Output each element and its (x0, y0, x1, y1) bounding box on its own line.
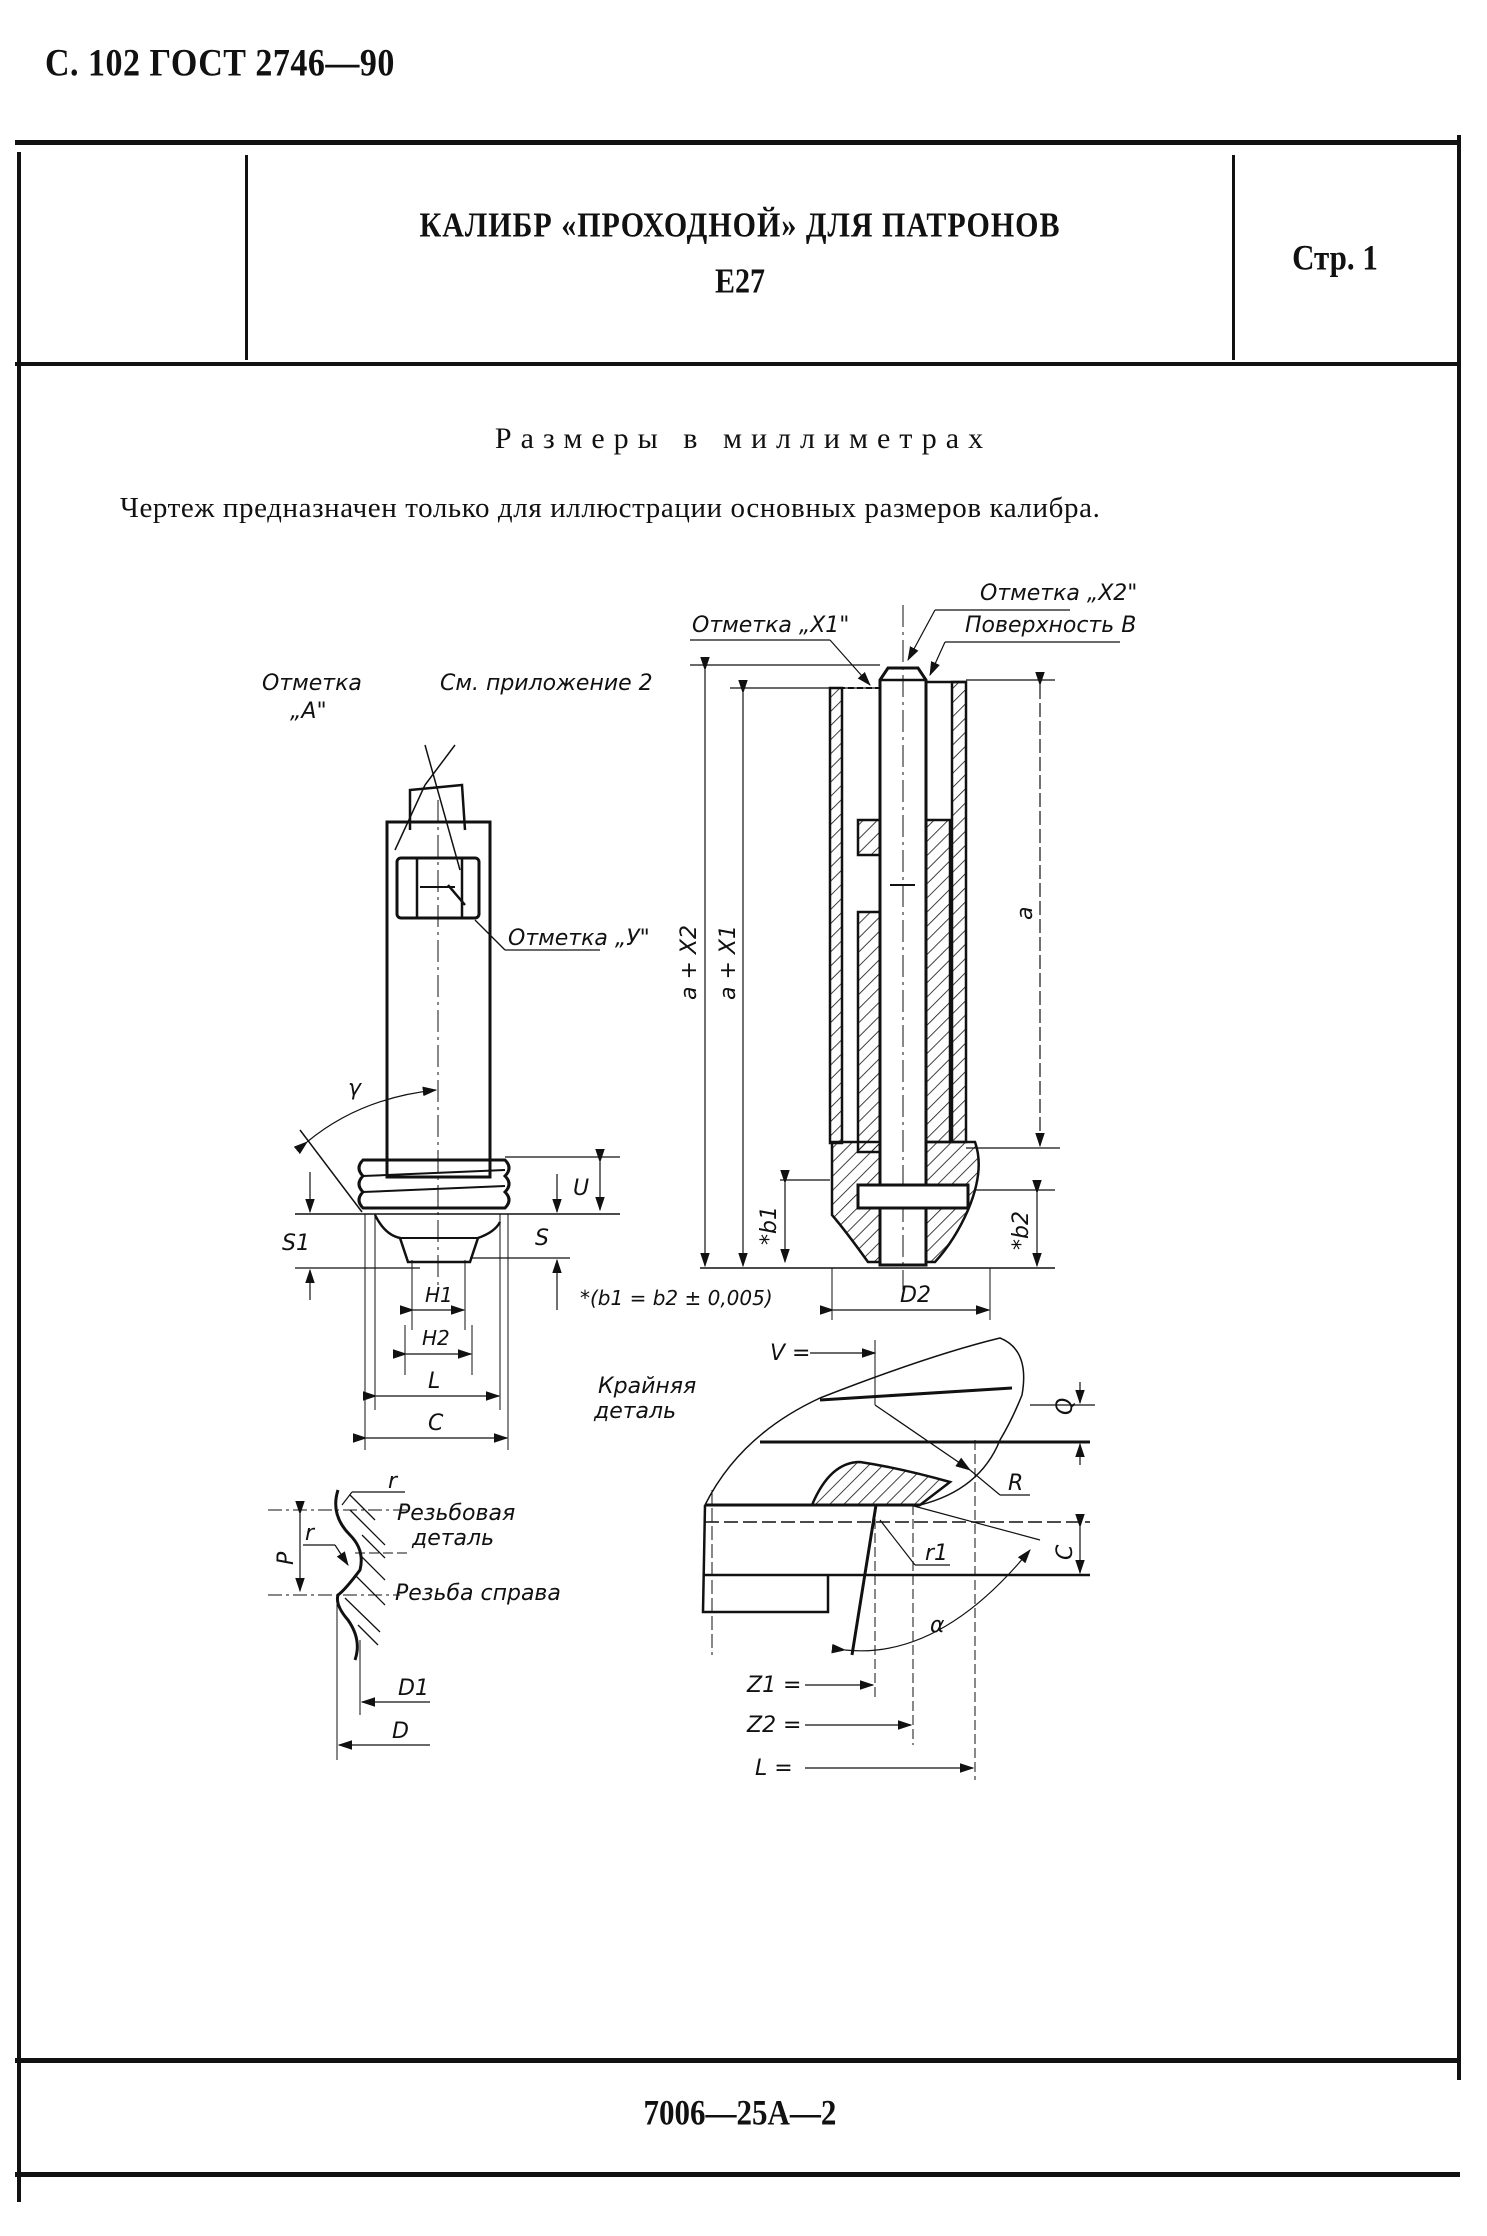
dim-b2-label: *b2 (1009, 1211, 1034, 1250)
angle-alpha-label: α (930, 1613, 945, 1638)
thread-right-label: Резьба справа (395, 1581, 561, 1606)
dim-u-label: U (573, 1176, 589, 1201)
dim-b1-label: *b1 (757, 1206, 782, 1245)
dim-c-label: C (428, 1411, 444, 1436)
dim-v-label: V = (770, 1341, 810, 1366)
dim-s-label: S (535, 1226, 549, 1251)
mark-y-label: Отметка „У" (508, 926, 650, 951)
title-line-1: КАЛИБР «ПРОХОДНОЙ» ДЛЯ ПАТРОНОВ (419, 206, 1061, 245)
frame-right-line (1457, 135, 1461, 2080)
thread-r2-label: r (305, 1521, 316, 1546)
contact-detail-view (701, 1337, 1095, 1780)
dim-d-label: D (392, 1719, 409, 1744)
dim-l-detail-label: L = (755, 1756, 793, 1781)
right-section-view (690, 605, 1120, 1320)
title-bottom-line (15, 362, 1460, 366)
dim-h2-label: H2 (422, 1326, 450, 1350)
dim-s1-label: S1 (282, 1231, 310, 1256)
dim-z2-label: Z2 = (746, 1713, 802, 1738)
footer-bottom-line (15, 2172, 1460, 2177)
tolerance-note: *(b1 = b2 ± 0,005) (580, 1286, 773, 1310)
frame-left-line (17, 152, 21, 2202)
dim-c-detail-label: C (1053, 1544, 1078, 1560)
title-divider-right (1232, 155, 1235, 360)
angle-gamma-label: γ (348, 1076, 362, 1101)
page-label: Стр. 1 (1292, 237, 1378, 278)
radius-r1-label: r1 (925, 1541, 948, 1566)
surface-b-label: Поверхность В (965, 613, 1136, 638)
document-title: КАЛИБР «ПРОХОДНОЙ» ДЛЯ ПАТРОНОВ Е27 (250, 205, 1230, 303)
dim-z1-label: Z1 = (746, 1673, 802, 1698)
frame-top-line (15, 140, 1460, 145)
mark-a-value: „А" (290, 699, 327, 724)
dim-a-label: a (1013, 907, 1038, 920)
dim-a-x1-label: a + X1 (716, 925, 741, 1000)
dim-h1-label: H1 (425, 1283, 453, 1307)
dim-a-x2-label: a + X2 (677, 925, 702, 1000)
left-gauge-view (293, 744, 620, 1450)
drawing-note: Чертеж предназначен только для иллюстрац… (120, 492, 1101, 524)
thread-r-label: r (388, 1469, 399, 1494)
extreme-part-label: Крайняя (598, 1374, 696, 1399)
dim-q-label: Q (1053, 1398, 1078, 1415)
appendix-ref: См. приложение 2 (440, 671, 653, 696)
dim-d1-label: D1 (398, 1676, 429, 1701)
mark-x1-label: Отметка „Х1" (692, 613, 849, 638)
title-divider-left (245, 155, 248, 360)
title-line-2: Е27 (714, 262, 765, 301)
threaded-part-label: Резьбовая (397, 1501, 515, 1526)
footer-top-line (15, 2058, 1460, 2063)
radius-r-label: R (1008, 1471, 1023, 1496)
extreme-part-label-2: деталь (593, 1399, 676, 1424)
thread-detail-view (268, 1489, 430, 1760)
mark-x2-label: Отметка „Х2" (980, 581, 1137, 606)
dim-l-label: L (428, 1369, 440, 1394)
running-header: С. 102 ГОСТ 2746—90 (45, 42, 395, 85)
dim-d2-label: D2 (900, 1283, 931, 1308)
thread-p-label: P (274, 1551, 299, 1565)
units-note: Размеры в миллиметрах (494, 422, 993, 455)
mark-a-label: Отметка (262, 671, 362, 696)
threaded-part-label-2: деталь (411, 1526, 494, 1551)
footer-code: 7006—25А—2 (643, 2092, 837, 2133)
